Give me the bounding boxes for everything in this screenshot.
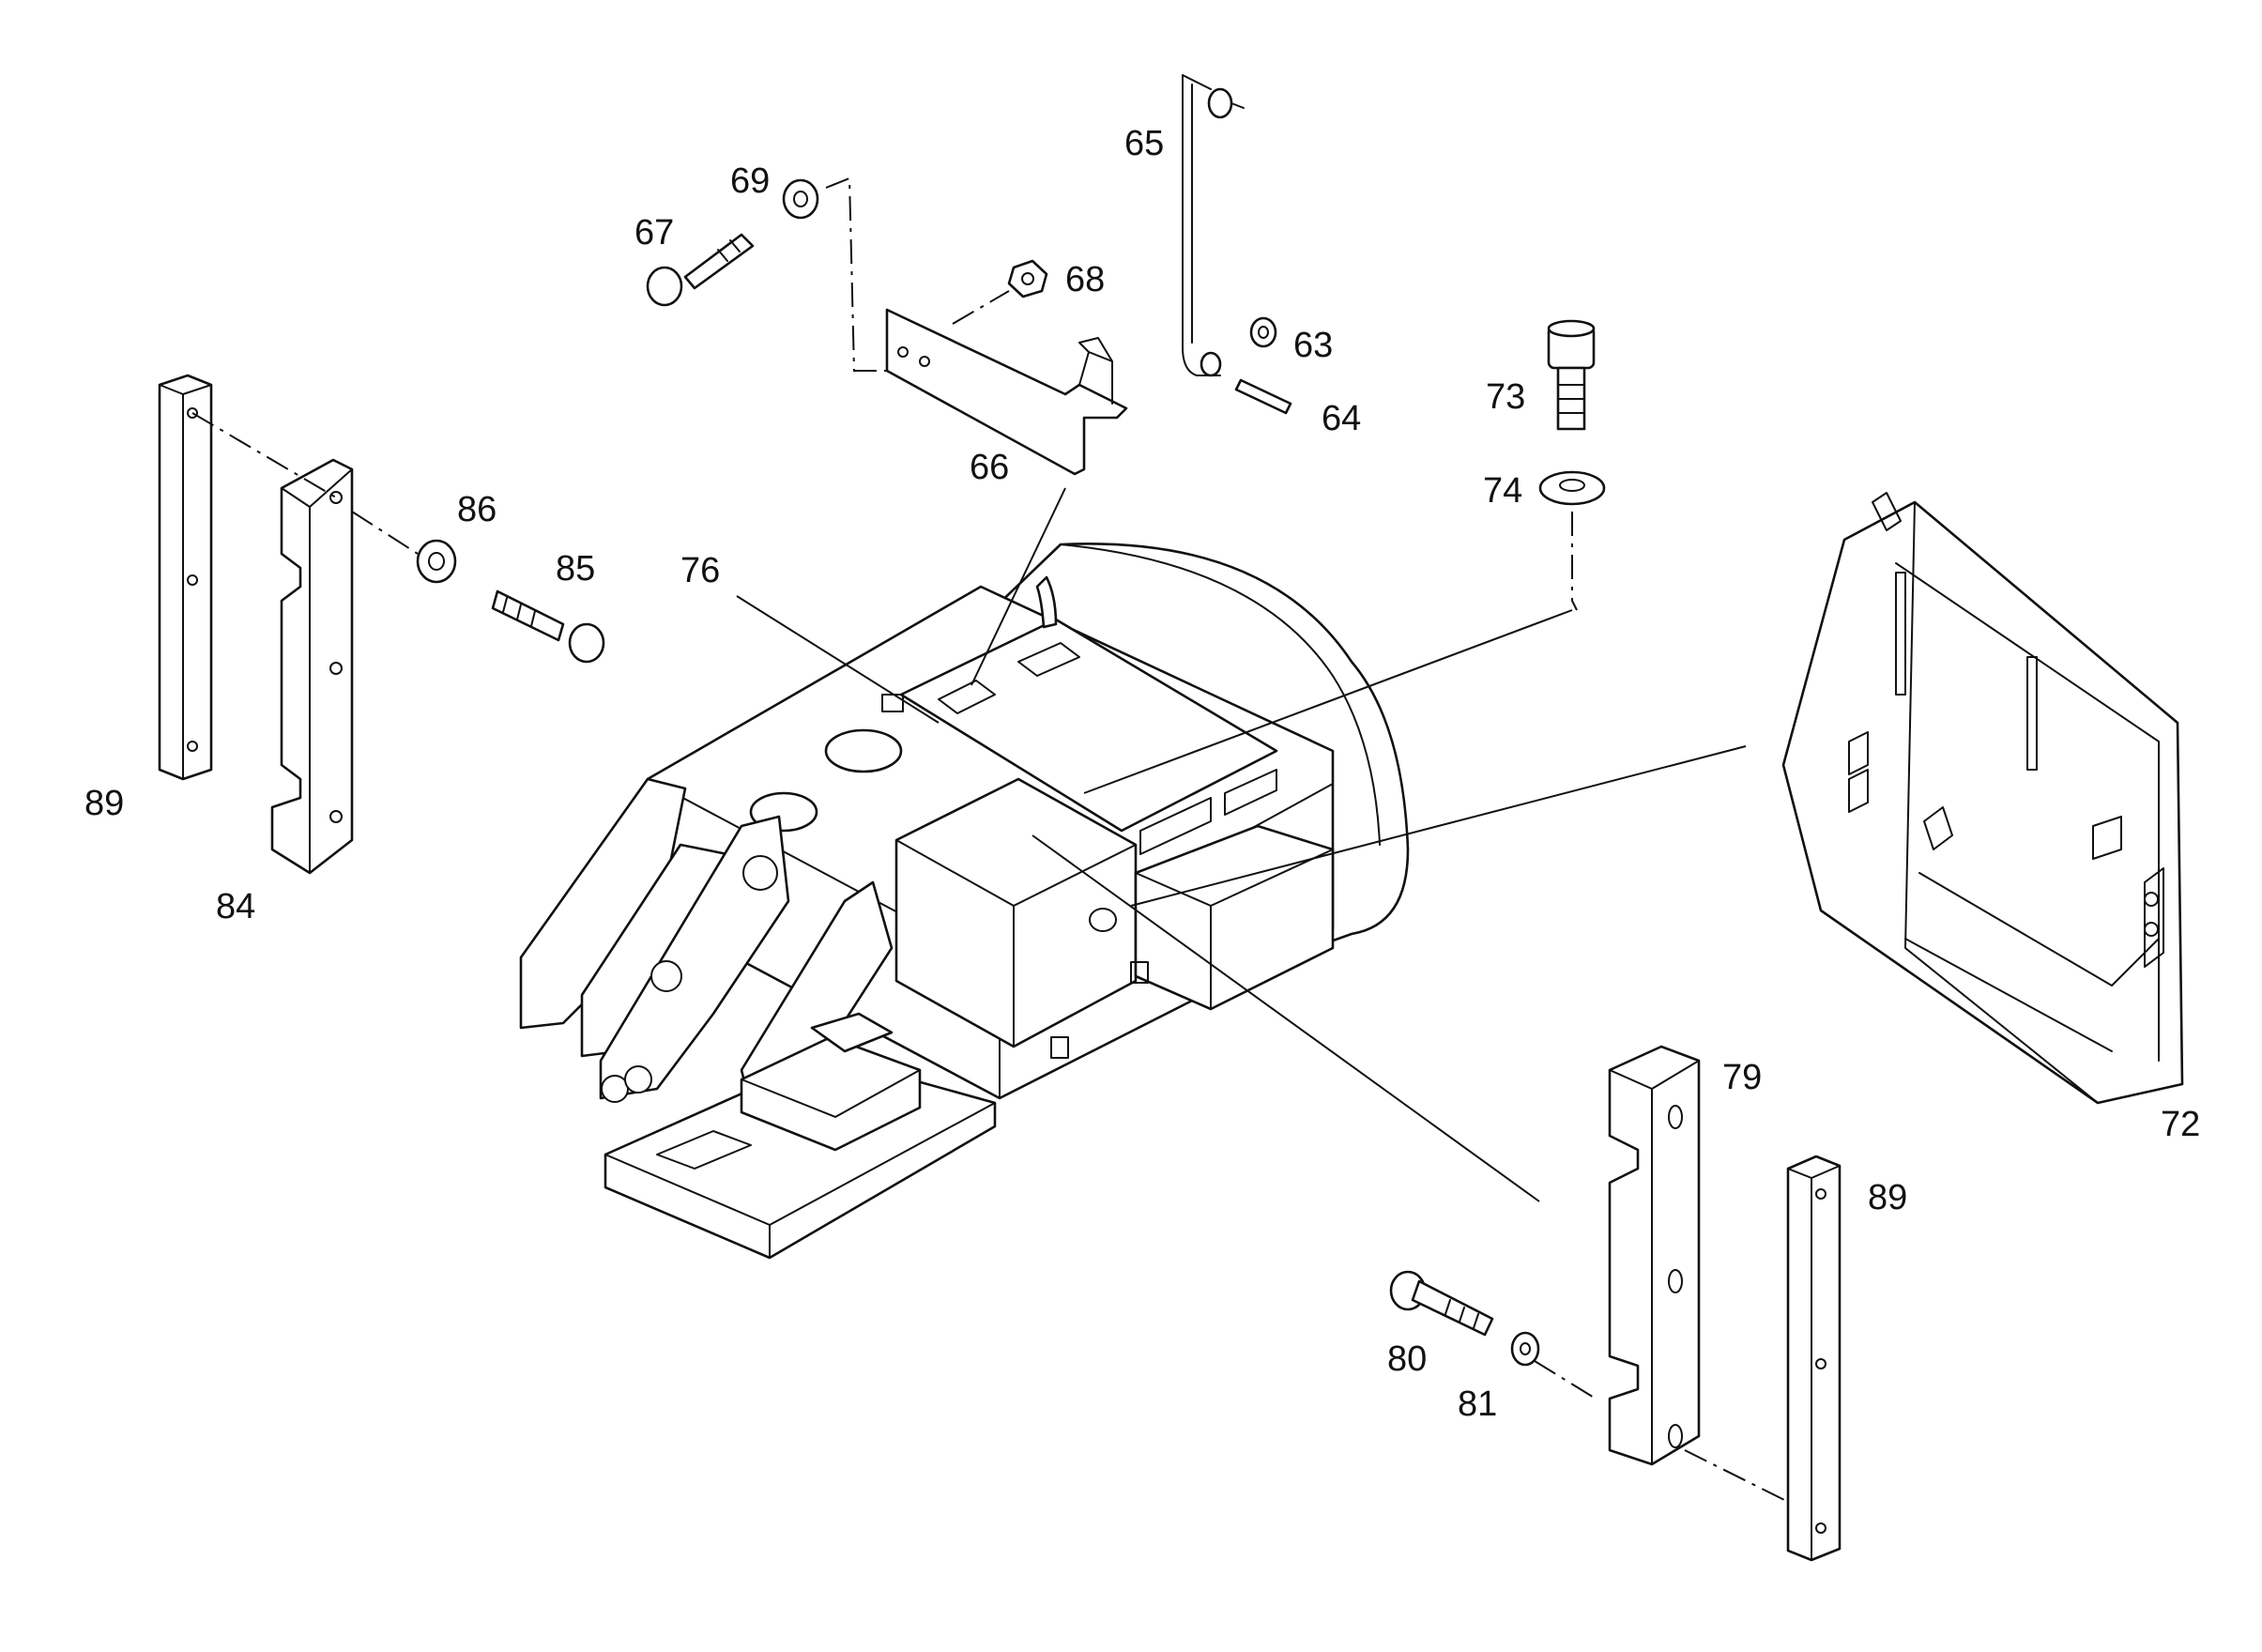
callout-63: 63 — [1293, 326, 1333, 365]
bolt-part-67 — [646, 233, 755, 307]
washer-part-63 — [1249, 316, 1277, 348]
callout-76: 76 — [680, 551, 720, 590]
washer-part-86 — [416, 539, 457, 584]
callout-79: 79 — [1722, 1058, 1762, 1097]
callout-81: 81 — [1458, 1384, 1497, 1424]
bolt-part-80 — [1389, 1270, 1494, 1337]
callout-86: 86 — [457, 490, 497, 529]
callout-74: 74 — [1483, 471, 1522, 511]
side-frame-part-72 — [1781, 492, 2184, 1105]
callout-72: 72 — [2161, 1105, 2200, 1144]
pin-part-64 — [1234, 378, 1292, 415]
flat-bar-part-89-right — [1786, 1155, 1842, 1562]
callout-73: 73 — [1486, 377, 1525, 417]
bolt-part-85 — [491, 589, 605, 664]
callout-66: 66 — [970, 448, 1009, 487]
callout-68: 68 — [1065, 260, 1105, 299]
callout-65: 65 — [1124, 124, 1164, 163]
nut-part-68 — [1007, 259, 1048, 298]
machine-base-assembly — [519, 543, 1410, 1260]
callout-89-left: 89 — [84, 784, 124, 823]
washer-part-81 — [1510, 1331, 1540, 1367]
washer-part-74 — [1538, 470, 1606, 506]
rod-part-65 — [1182, 74, 1245, 377]
callout-85: 85 — [556, 549, 595, 589]
callout-80: 80 — [1387, 1339, 1427, 1379]
mounting-bracket-part-66 — [885, 308, 1128, 476]
flat-bar-part-89-left — [158, 374, 213, 781]
callout-67: 67 — [634, 213, 674, 252]
callout-64: 64 — [1322, 399, 1361, 438]
callout-69: 69 — [730, 161, 770, 201]
callout-89-right: 89 — [1868, 1178, 1907, 1217]
hanger-bracket-part-79 — [1608, 1045, 1701, 1466]
leader-lines — [191, 176, 1789, 1503]
bolt-part-73 — [1547, 319, 1596, 431]
hanger-bracket-part-84 — [270, 458, 354, 875]
washer-part-69 — [782, 178, 819, 220]
callout-84: 84 — [216, 887, 255, 926]
callout-labels: 63 64 65 66 67 68 69 72 73 74 76 79 80 8… — [84, 124, 2200, 1424]
